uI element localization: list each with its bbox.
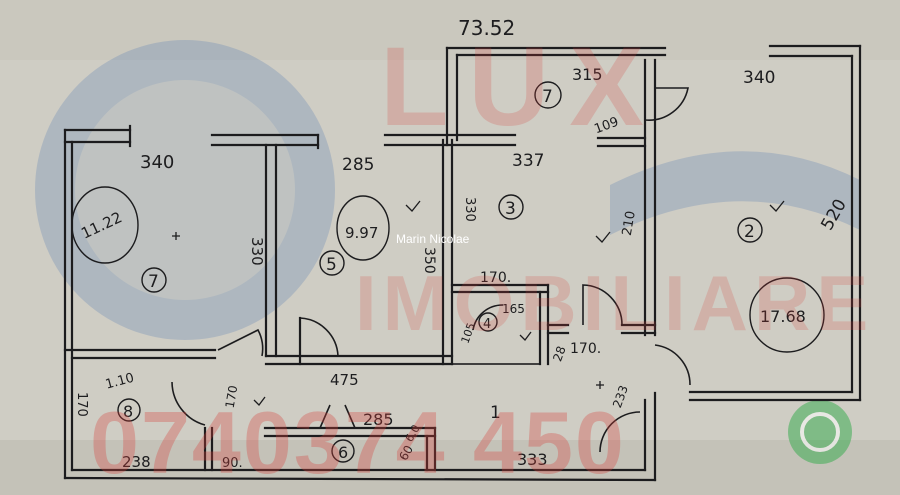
room-number-5: 5	[326, 255, 337, 275]
dim-room-5-width: 285	[342, 155, 374, 175]
area-room-8: 1.10	[104, 371, 136, 393]
dim-room-3-width: 337	[512, 151, 544, 171]
whatsapp-icon	[788, 400, 852, 464]
room-number-circles	[117, 81, 763, 463]
dim-room-8-height: 170	[74, 392, 89, 417]
room-number-8: 8	[123, 402, 133, 421]
dim-extra-7: 90.	[222, 456, 243, 471]
dim-room-3-height: 330	[462, 197, 477, 222]
door-room-8	[171, 381, 206, 426]
dim-extra-6: 28	[550, 344, 568, 363]
area-circle-room-7	[71, 186, 139, 264]
area-room-2: 17.68	[760, 307, 806, 326]
dim-extra-2: 170.	[570, 341, 601, 357]
dim-extra-1: 170.	[480, 270, 511, 286]
header-measure: 73.52	[458, 16, 515, 40]
door-room-1	[599, 411, 641, 453]
dim-room-7-top-width: 315	[572, 65, 603, 84]
dim-room-2-width: 340	[743, 68, 775, 88]
room-number-4: 4	[483, 317, 491, 332]
dim-extra-3: 210	[620, 210, 639, 237]
door-room-7-top	[644, 87, 689, 121]
watermark-author: Marin Nicolae	[396, 232, 470, 246]
dim-room-6-depth: 60	[396, 443, 416, 463]
room-number-6: 6	[338, 443, 348, 462]
doors	[171, 87, 691, 453]
room-number-2: 2	[744, 222, 755, 242]
dim-room-7-width: 340	[140, 152, 174, 173]
dim-room-1-b: 333	[517, 450, 548, 469]
door-room-7	[217, 328, 264, 357]
dim-room-7-height: 330	[248, 237, 266, 266]
sketch-marks	[172, 200, 785, 406]
watermark-tagline: IMOBILIARE	[355, 259, 875, 347]
room-number-1: 1	[490, 403, 501, 423]
door-room-4	[472, 304, 504, 331]
dim-room-4-width: 165	[502, 302, 525, 316]
door-room-5	[299, 317, 339, 357]
door-entry	[654, 344, 691, 386]
watermark-brand: LUX	[380, 24, 664, 149]
room-number-7-top: 7	[542, 87, 553, 107]
dim-room-5-height: 350	[421, 247, 437, 274]
area-room-5: 9.97	[345, 224, 378, 242]
door-room-6	[319, 404, 356, 429]
room-number-3: 3	[505, 199, 516, 219]
area-markers	[71, 186, 825, 353]
dim-room-1-a: 475	[330, 371, 359, 389]
area-circle-room-2	[749, 277, 825, 353]
dim-room-6-width: 285	[363, 410, 394, 429]
dim-room-8-width: 238	[122, 453, 151, 471]
walls	[63, 44, 862, 482]
watermark-phone: 0740374 450	[90, 393, 626, 492]
dim-extra-5: 170	[223, 384, 241, 409]
area-circle-room-5	[336, 195, 390, 261]
door-room-3	[582, 284, 623, 326]
room-number-7: 7	[148, 272, 159, 292]
room-4-outline	[451, 291, 541, 365]
